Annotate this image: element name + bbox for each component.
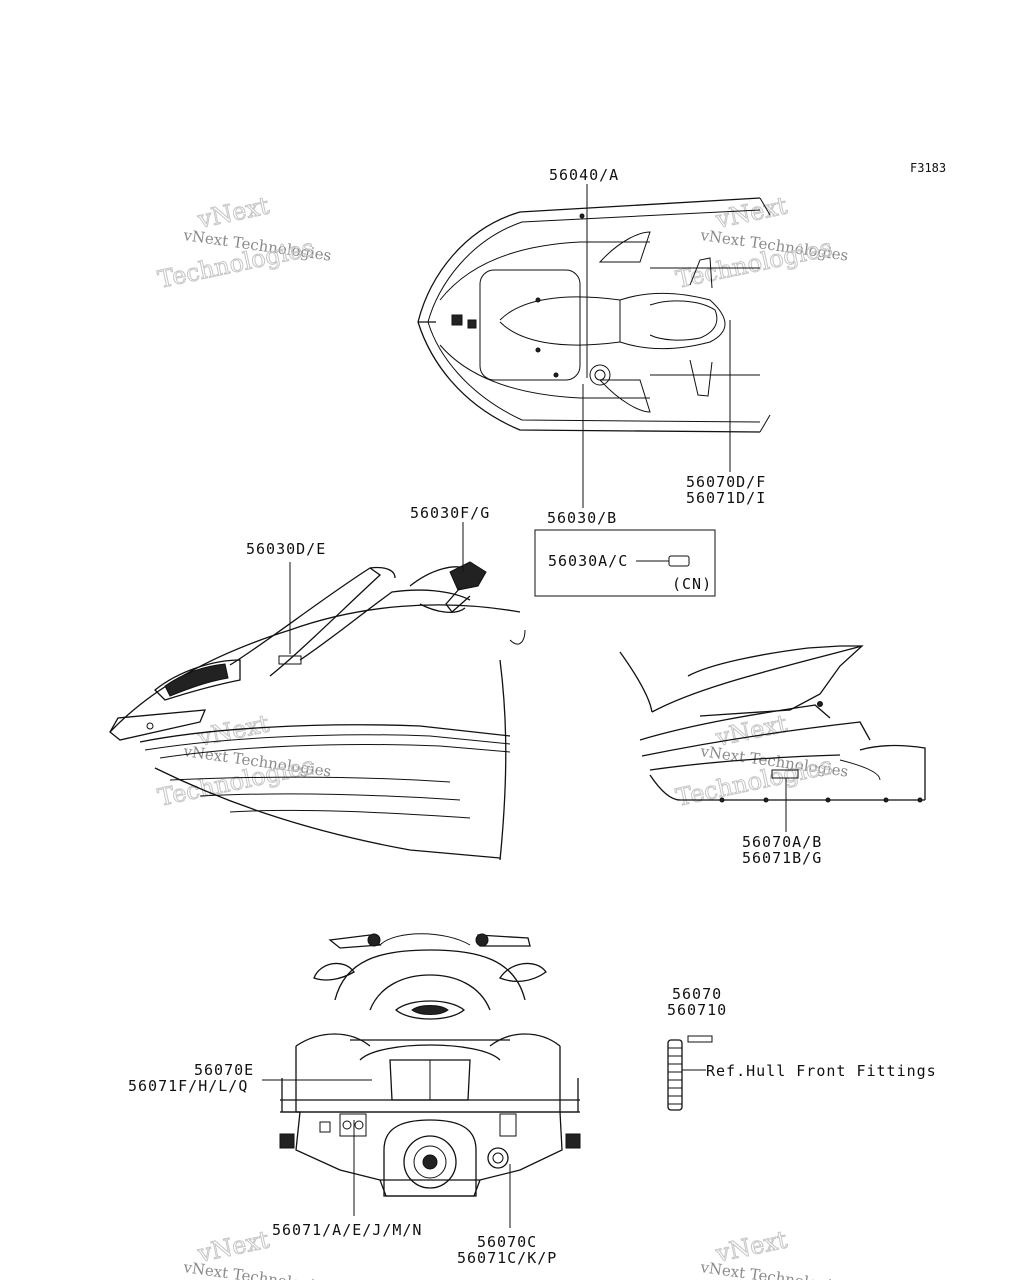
- part-label-56030ac: 56030A/C: [548, 552, 628, 570]
- watermark-text: vNext Technologies: [181, 1258, 332, 1280]
- part-label-56070c: 56070C: [477, 1233, 537, 1251]
- part-label-56030fg: 56030F/G: [410, 504, 490, 522]
- part-label-56071bg: 56071B/G: [742, 849, 822, 867]
- part-label-56030de: 56030D/E: [246, 540, 326, 558]
- watermark: vNext vNext Technologies Technologies: [155, 709, 333, 812]
- part-label-56070: 56070: [672, 985, 722, 1003]
- part-label-56070e: 56070E: [194, 1061, 254, 1079]
- reference-label-hull-front-fittings: Ref.Hull Front Fittings: [706, 1062, 937, 1080]
- watermark-text: vNext: [712, 191, 790, 234]
- side-view-stern-illustration: [619, 645, 926, 803]
- watermark-text: vNext: [194, 191, 272, 234]
- part-label-56070ab: 56070A/B: [742, 833, 822, 851]
- cn-detail-box: [534, 529, 716, 597]
- part-label-56071ckp: 56071C/K/P: [457, 1249, 557, 1267]
- side-view-bow-illustration: [109, 561, 526, 861]
- watermark-text: vNext Technologies: [698, 1258, 849, 1280]
- watermark: vNext vNext Technologies: [698, 1225, 849, 1280]
- part-label-56071di: 56071D/I: [686, 489, 766, 507]
- part-label-560710: 560710: [667, 1001, 727, 1019]
- figure-code: F3183: [910, 161, 946, 175]
- watermark: vNext vNext Technologies Technologies: [155, 191, 333, 294]
- part-label-56070df: 56070D/F: [686, 473, 766, 491]
- part-label-56030b: 56030/B: [547, 509, 617, 527]
- hull-front-fittings-detail: [667, 1035, 713, 1111]
- rear-view-illustration: [279, 933, 581, 1197]
- watermark: vNext vNext Technologies Technologies: [673, 191, 850, 294]
- part-label-56071aejmn: 56071/A/E/J/M/N: [272, 1221, 422, 1239]
- part-label-56040a: 56040/A: [549, 166, 619, 184]
- top-view-illustration: [417, 197, 771, 433]
- cn-region-label: (CN): [672, 575, 712, 593]
- part-label-56071fhlq: 56071F/H/L/Q: [128, 1077, 248, 1095]
